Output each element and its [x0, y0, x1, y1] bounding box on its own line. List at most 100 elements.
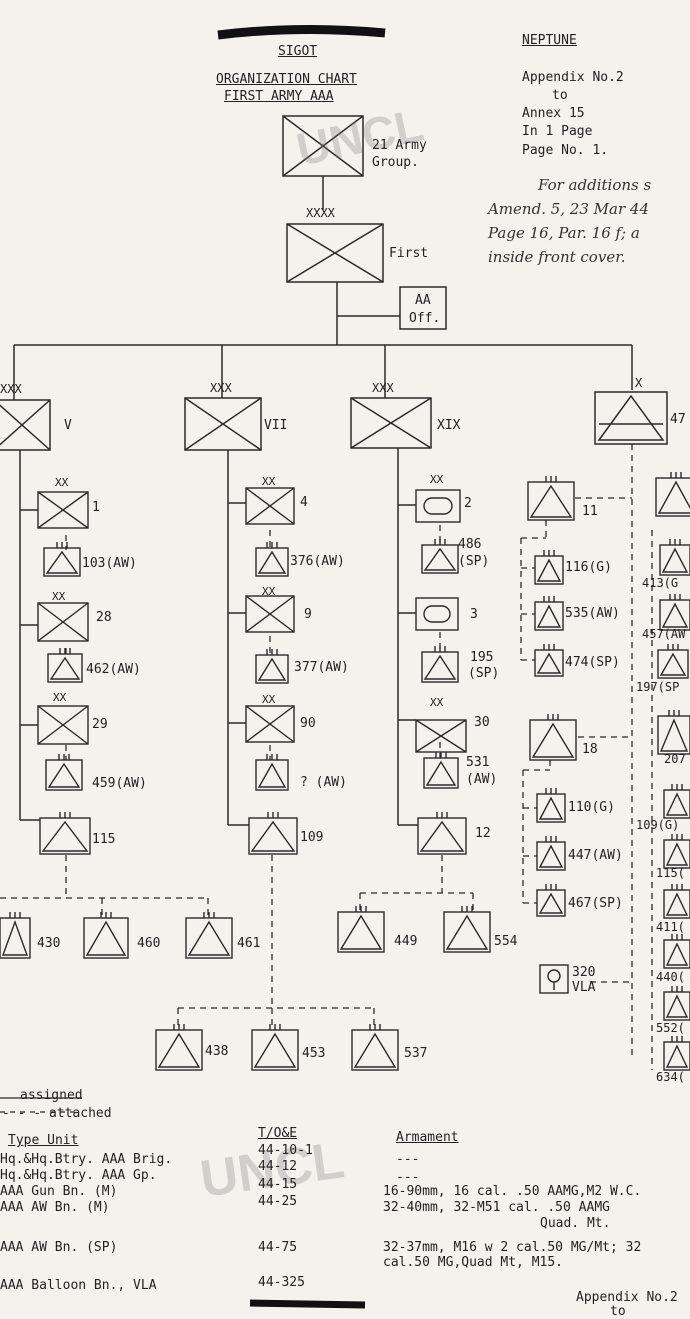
corps-v-label: V	[64, 418, 72, 433]
unit-537: 537	[404, 1046, 428, 1061]
aaa-537-symbol	[351, 1024, 399, 1071]
table-row-type: AAA AW Bn. (SP)	[0, 1240, 118, 1255]
table-row-armament-cont: cal.50 MG,Quad Mt, M15.	[383, 1255, 564, 1270]
div-2-label: 2	[464, 496, 472, 511]
table-row-toe: 44-25	[258, 1194, 298, 1209]
div-1-echelon: XX	[55, 476, 69, 489]
unit-554: 554	[494, 934, 518, 949]
right-unit-411: 411(	[656, 920, 685, 934]
appendix-line1: Appendix No.2	[522, 70, 624, 85]
unit-116: 116(G)	[565, 560, 612, 575]
aa-officer-line1: AA	[415, 293, 431, 308]
attached-486-num: 486	[458, 537, 482, 552]
handwritten-note-line1: For additions s	[538, 176, 652, 194]
division-30-box	[415, 719, 467, 753]
table-row-type: AAA AW Bn. (M)	[0, 1200, 110, 1215]
aaa-110-symbol	[536, 788, 566, 823]
classification-mark: SIGOT	[278, 44, 318, 59]
right-unit-440: 440(	[656, 970, 685, 984]
table-row-armament: 32-37mm, M16 w 2 cal.50 MG/Mt; 32	[383, 1240, 642, 1255]
aaa-467-symbol	[536, 884, 566, 917]
aaa-right-8-symbol	[663, 884, 690, 919]
chart-title-line2: FIRST ARMY AAA	[224, 89, 334, 104]
right-unit-207: 207	[664, 752, 686, 766]
aaa-459-symbol	[45, 754, 83, 791]
unit-449: 449	[394, 934, 418, 949]
aaa-554-symbol	[443, 906, 491, 953]
brigade-47-echelon: X	[635, 376, 643, 390]
attached-195-num: 195	[470, 650, 494, 665]
aaa-right-5-symbol	[657, 710, 690, 755]
attached-462: 462(AW)	[86, 662, 141, 677]
right-unit-634: 634(	[656, 1070, 685, 1084]
army-group-label-1: 21 Army	[372, 138, 427, 153]
first-army-box	[286, 223, 384, 283]
unit-467: 467(SP)	[568, 896, 623, 911]
table-row-type: AAA Gun Bn. (M)	[0, 1184, 118, 1199]
division-9-box	[245, 595, 295, 633]
aaa-535-symbol	[534, 596, 564, 631]
balloon-type: VLA	[572, 980, 596, 995]
corps-vii-box	[184, 397, 262, 451]
corps-v-echelon: XXX	[0, 382, 22, 396]
aaa-116-symbol	[534, 550, 564, 585]
group-109-label: 109	[300, 830, 324, 845]
aaa-90-symbol	[255, 754, 289, 791]
table-row-armament: ---	[396, 1152, 420, 1167]
attached-377: 377(AW)	[294, 660, 349, 675]
corps-vii-label: VII	[264, 418, 288, 433]
right-unit-197: 197(SP	[636, 680, 680, 694]
appendix-line4: In 1 Page	[522, 124, 593, 139]
table-row-toe: 44-325	[258, 1275, 305, 1290]
table-row-toe: 44-15	[258, 1177, 298, 1192]
attached-unknown: ? (AW)	[300, 775, 347, 790]
attached-103: 103(AW)	[82, 556, 137, 571]
division-28-box	[37, 602, 89, 642]
division-4-box	[245, 487, 295, 525]
unit-447: 447(AW)	[568, 848, 623, 863]
table-row-armament: 16-90mm, 16 cal. .50 AAMG,M2 W.C.	[383, 1184, 642, 1199]
operation-name: NEPTUNE	[522, 33, 577, 48]
aaa-group-12-symbol	[417, 812, 467, 855]
table-row-armament-cont: Quad. Mt.	[540, 1216, 611, 1231]
aaa-brigade-18-symbol	[529, 714, 577, 761]
appendix-line5: Page No. 1.	[522, 143, 609, 158]
div-90-label: 90	[300, 716, 316, 731]
corps-xix-box	[350, 397, 432, 449]
table-header-toe: T/O&E	[258, 1126, 298, 1141]
table-row-armament: 32-40mm, 32-M51 cal. .50 AAMG	[383, 1200, 610, 1215]
table-row-toe: 44-12	[258, 1159, 298, 1174]
table-row-armament: ---	[396, 1170, 420, 1185]
division-3-box	[415, 597, 459, 631]
aaa-531-symbol	[423, 752, 459, 789]
aaa-460-symbol	[83, 912, 129, 959]
unit-430: 430	[37, 936, 61, 951]
aaa-462-symbol	[47, 648, 83, 683]
aaa-right-4-symbol	[657, 644, 689, 679]
div-28-label: 28	[96, 610, 112, 625]
corps-xix-label: XIX	[437, 418, 461, 433]
aaa-right-3-symbol	[659, 594, 690, 631]
army-group-label-2: Group.	[372, 155, 419, 170]
unit-453: 453	[302, 1046, 326, 1061]
brigade-group-11-label: 11	[582, 504, 598, 519]
aa-officer-box	[399, 286, 447, 330]
aaa-438-symbol	[155, 1024, 203, 1071]
right-unit-413: 413(G	[642, 576, 679, 590]
division-90-box	[245, 705, 295, 743]
corps-xix-echelon: XXX	[372, 381, 394, 395]
redaction-bottom	[249, 1299, 366, 1309]
footer-appendix-to: to	[610, 1304, 626, 1319]
right-unit-457: 457(AW	[642, 627, 686, 641]
aaa-449-symbol	[337, 906, 385, 953]
division-1-box	[37, 491, 89, 529]
aaa-376-symbol	[255, 542, 289, 577]
table-row-type: Hq.&Hq.Btry. AAA Gp.	[0, 1168, 157, 1183]
aaa-461-symbol	[185, 912, 233, 959]
appendix-line3: Annex 15	[522, 106, 585, 121]
aaa-brigade-11-symbol	[527, 476, 575, 521]
brigade-47-label: 47	[670, 412, 686, 427]
div-29-echelon: XX	[53, 691, 67, 704]
army-echelon: XXXX	[306, 206, 335, 220]
aaa-group-109-symbol	[248, 812, 298, 855]
